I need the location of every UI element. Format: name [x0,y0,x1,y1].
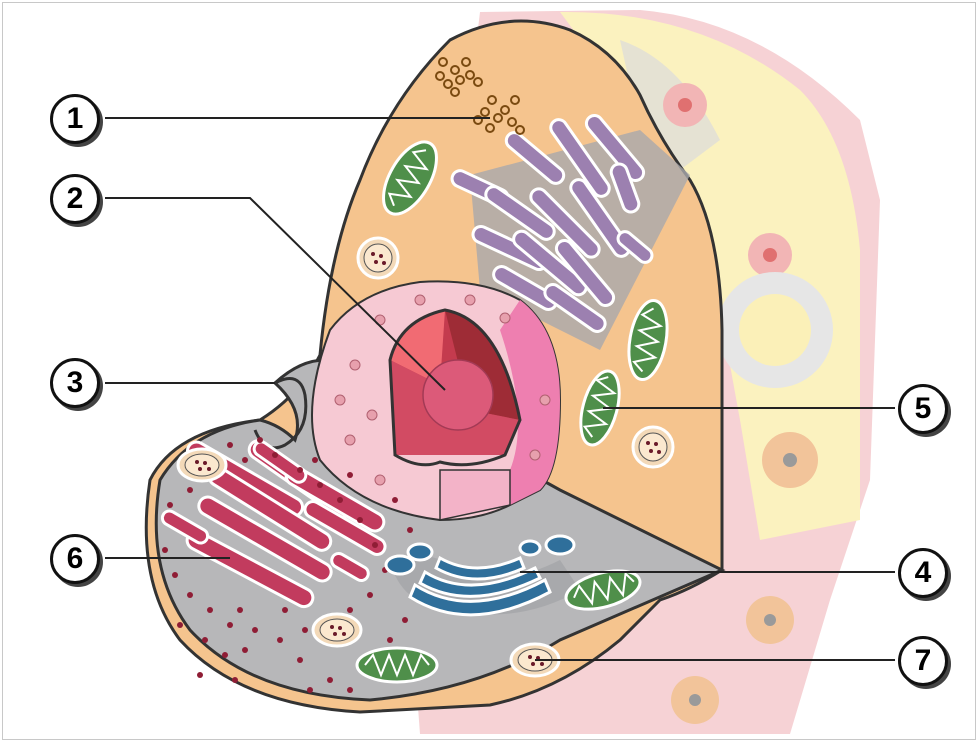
mitochondrion [357,648,437,682]
lysosome [358,238,398,278]
label-badge-7: 7 [898,636,948,686]
label-badge-2: 2 [50,174,100,224]
label-badge-3: 3 [50,358,100,408]
nucleolus [423,360,493,430]
lysosome [633,427,673,467]
label-badge-4: 4 [898,548,948,598]
lysosome [178,449,226,481]
label-badge-1: 1 [50,94,100,144]
label-badge-5: 5 [898,384,948,434]
lysosome [313,614,361,646]
label-badge-6: 6 [50,534,100,584]
